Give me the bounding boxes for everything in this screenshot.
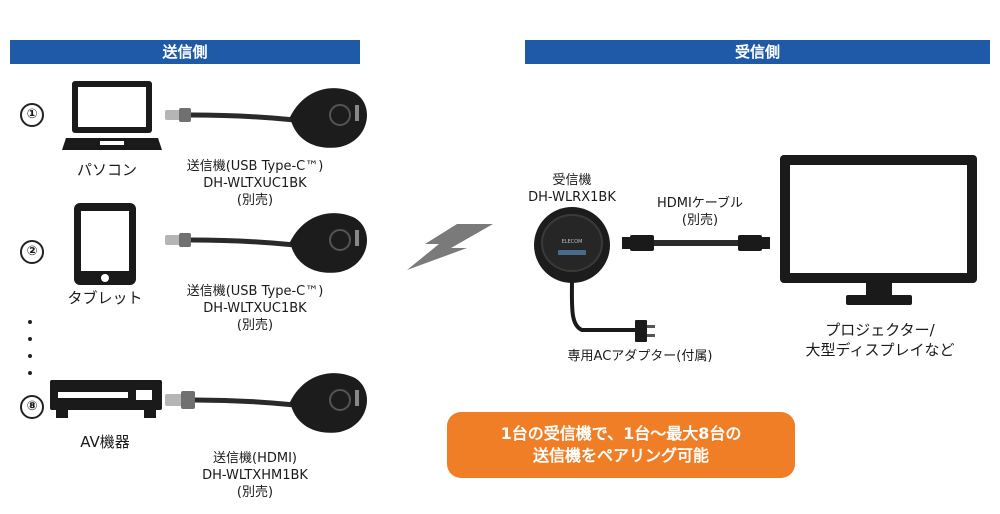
transmitter-8-model: DH-WLTXHM1BK — [202, 468, 308, 483]
receiver-model: DH-WLRX1BK — [528, 190, 616, 205]
callout-line1: 1台の受信機で、1台～最大8台の — [500, 424, 742, 443]
display-icon — [780, 155, 977, 305]
hdmi-cable-name: HDMIケーブル — [656, 196, 744, 211]
transmitter-2-line1: 送信機(USB Type-C™) — [186, 284, 324, 299]
display-label: プロジェクター/ 大型ディスプレイなど — [770, 320, 990, 360]
hdmi-cable-icon — [622, 235, 770, 251]
ellipsis-dot — [28, 337, 32, 341]
transmitter-2-model: DH-WLTXUC1BK — [203, 301, 307, 316]
wireless-bolt-icon — [407, 224, 493, 270]
laptop-icon — [62, 81, 162, 150]
usb-c-transmitter-icon — [165, 88, 367, 148]
display-line1: プロジェクター/ — [825, 321, 935, 339]
transmitter-2-note: (別売) — [236, 318, 274, 333]
ellipsis-dot — [28, 371, 32, 375]
ac-adapter-label: 専用ACアダプター(付属) — [567, 349, 713, 364]
sender-side-header: 送信側 — [10, 40, 360, 64]
callout-line2: 送信機をペアリング可能 — [532, 446, 709, 465]
ellipsis-dot — [28, 354, 32, 358]
device-label-pc: パソコン — [76, 161, 137, 179]
transmitter-1-model: DH-WLTXUC1BK — [203, 176, 307, 191]
receiver-name: 受信機 — [552, 173, 592, 188]
av-device-icon — [50, 380, 162, 418]
sender-number-8: ⑧ — [20, 395, 44, 419]
transmitter-8-note: (別売) — [236, 485, 274, 500]
hdmi-cable-note: (別売) — [681, 213, 719, 228]
receiver-side-header: 受信側 — [525, 40, 990, 64]
pairing-callout: 1台の受信機で、1台～最大8台の 送信機をペアリング可能 — [447, 412, 795, 478]
transmitter-2-label: 送信機(USB Type-C™) DH-WLTXUC1BK (別売) — [175, 283, 335, 334]
transmitter-8-line1: 送信機(HDMI) — [213, 451, 297, 466]
transmitter-1-line1: 送信機(USB Type-C™) — [186, 159, 324, 174]
display-line2: 大型ディスプレイなど — [805, 341, 955, 359]
sender-number-2: ② — [20, 240, 44, 264]
receiver-label: 受信機 DH-WLRX1BK — [512, 172, 632, 206]
device-label-av: AV機器 — [80, 433, 130, 451]
hdmi-transmitter-icon — [165, 373, 367, 433]
hdmi-cable-label: HDMIケーブル (別売) — [640, 195, 760, 229]
ellipsis-dot — [28, 320, 32, 324]
sender-number-1: ① — [20, 103, 44, 127]
device-label-tablet: タブレット — [67, 289, 143, 307]
transmitter-1-note: (別売) — [236, 193, 274, 208]
usb-c-transmitter-icon — [165, 213, 367, 273]
receiver-icon: ELECOM — [534, 207, 655, 342]
transmitter-1-label: 送信機(USB Type-C™) DH-WLTXUC1BK (別売) — [175, 158, 335, 209]
brand-logo: ELECOM — [562, 239, 583, 245]
tablet-icon — [74, 203, 136, 285]
transmitter-8-label: 送信機(HDMI) DH-WLTXHM1BK (別売) — [175, 450, 335, 501]
